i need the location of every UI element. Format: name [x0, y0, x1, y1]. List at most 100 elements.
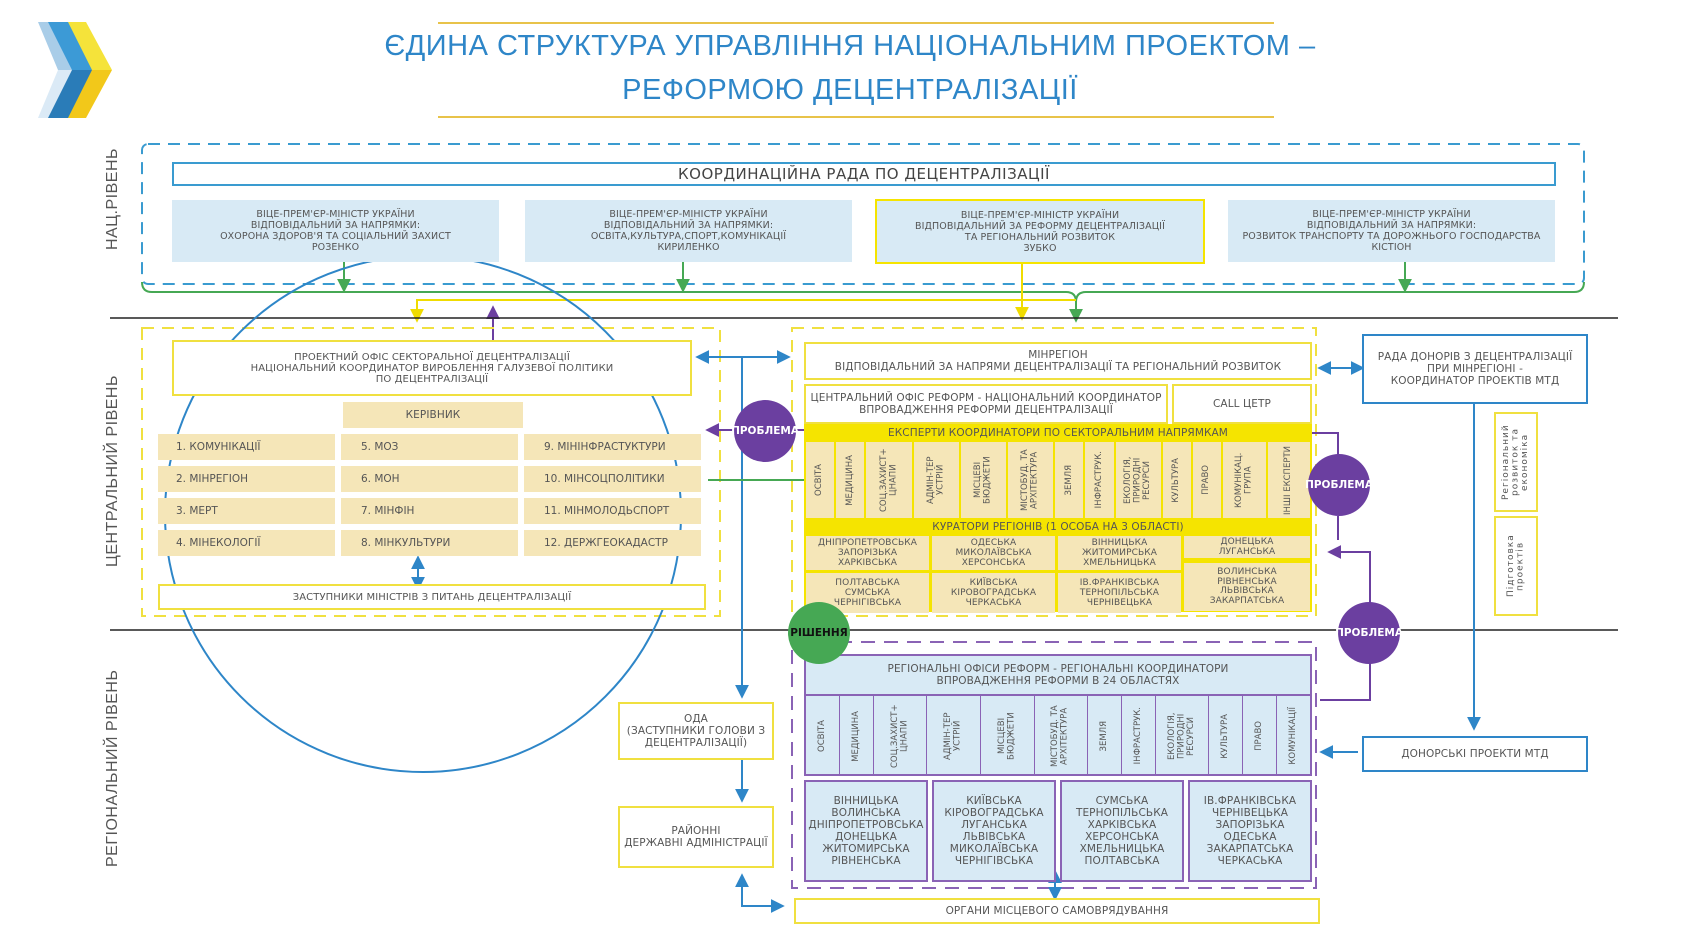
expert-sector[interactable]: МЕДИЦИНА	[836, 442, 865, 518]
local-government-box[interactable]: ОРГАНИ МІСЦЕВОГО САМОВРЯДУВАННЯ	[794, 898, 1320, 924]
expert-sector[interactable]: ІНШІ ЕКСПЕРТИ	[1267, 442, 1310, 518]
expert-sector[interactable]: ОСВІТА	[806, 442, 835, 518]
vice-pm-areas: ТА РЕГІОНАЛЬНИЙ РОЗВИТОК	[964, 231, 1116, 243]
deputies-label: ЗАСТУПНИКИ МІНІСТРІВ З ПИТАНЬ ДЕЦЕНТРАЛІ…	[292, 591, 572, 603]
donors-council-line3: КООРДИНАТОР ПРОЕКТІВ МТД	[1390, 375, 1560, 387]
head-box[interactable]: КЕРІВНИК	[343, 402, 523, 428]
regional-offices-block: РЕГІОНАЛЬНІ ОФІСИ РЕФОРМ - РЕГІОНАЛЬНІ К…	[804, 654, 1312, 776]
oda-box[interactable]: ОДА (ЗАСТУПНИКИ ГОЛОВИ З ДЕЦЕНТРАЛІЗАЦІЇ…	[618, 702, 774, 760]
expert-sector[interactable]: СОЦ.ЗАХИСТ+ ЦНАПи	[866, 442, 912, 518]
donors-council-box[interactable]: РАДА ДОНОРІВ З ДЕЦЕНТРАЛІЗАЦІЇ ПРИ МІНРЕ…	[1362, 334, 1588, 404]
vice-pm-name: РОЗЕНКО	[311, 242, 360, 253]
vice-pm-role: ВІДПОВІДАЛЬНИЙ ЗА НАПРЯМКИ:	[1306, 220, 1477, 231]
ministry-item[interactable]: 5. МОЗ	[341, 434, 518, 460]
minregion-subtitle: ВІДПОВІДАЛЬНИЙ ЗА НАПРЯМИ ДЕЦЕНТРАЛІЗАЦІ…	[834, 361, 1282, 373]
regional-sector[interactable]: АДМІН-ТЕР УСТРІЙ	[927, 696, 981, 776]
expert-sector[interactable]: ЕКОЛОГІЯ, ПРИРОДНІ РЕСУРСИ	[1115, 442, 1161, 518]
ministry-item[interactable]: 2. МІНРЕГІОН	[158, 466, 335, 492]
regional-sector[interactable]: ОСВІТА	[806, 696, 840, 776]
solution-badge[interactable]: РІШЕННЯ	[788, 602, 850, 664]
page-title-line2: РЕФОРМОЮ ДЕЦЕНТРАЛІЗАЦІЇ	[622, 74, 1078, 106]
donor-projects-box[interactable]: ДОНОРСЬКІ ПРОЕКТИ МТД	[1362, 736, 1588, 772]
ministry-item[interactable]: 1. КОМУНІКАЦІЇ	[158, 434, 335, 460]
vice-pm-title: ВІЦЕ-ПРЕМ'ЄР-МІНІСТР УКРАЇНИ	[1312, 209, 1471, 220]
oda-line2: (ЗАСТУПНИКИ ГОЛОВИ З	[626, 725, 766, 737]
expert-sector[interactable]: ПРАВО	[1193, 442, 1222, 518]
ministry-item[interactable]: 4. МІНЕКОЛОГІЇ	[158, 530, 335, 556]
regional-sector[interactable]: МІСТОБУД. ТА АРХІТЕКТУРА	[1035, 696, 1089, 776]
regional-development-box[interactable]: Регіональний розвиток та економіка	[1494, 412, 1538, 512]
expert-sector[interactable]: ІНФРАСТРУК.	[1085, 442, 1114, 518]
regional-sector[interactable]: ЗЕМЛЯ	[1088, 696, 1122, 776]
donors-council-line1: РАДА ДОНОРІВ З ДЕЦЕНТРАЛІЗАЦІЇ	[1377, 351, 1573, 363]
district-administrations-box[interactable]: РАЙОННІ ДЕРЖАВНІ АДМІНІСТРАЦІЇ	[618, 806, 774, 868]
regional-sector[interactable]: МЕДИЦИНА	[840, 696, 874, 776]
ministry-item[interactable]: 6. МОН	[341, 466, 518, 492]
expert-sector[interactable]: МІСЦЕВІ БЮДЖЕТИ	[960, 442, 1006, 518]
regional-sector[interactable]: КУЛЬТУРА	[1209, 696, 1244, 776]
vice-pm-role: ВІДПОВІДАЛЬНИЙ ЗА НАПРЯМКИ:	[250, 220, 421, 231]
regional-sector[interactable]: СОЦ.ЗАХИСТ+ ЦНАПи	[874, 696, 928, 776]
project-preparation-box[interactable]: Підготовка проектів	[1494, 516, 1538, 616]
vice-pm-title: ВІЦЕ-ПРЕМ'ЄР-МІНІСТР УКРАЇНИ	[609, 209, 768, 220]
vice-pm-name: КИРИЛЕНКО	[657, 242, 720, 253]
call-center-box[interactable]: CALL ЦЕТР	[1172, 384, 1312, 424]
vice-pm-title: ВІЦЕ-ПРЕМ'ЄР-МІНІСТР УКРАЇНИ	[960, 209, 1120, 221]
ministry-item[interactable]: 7. МІНФІН	[341, 498, 518, 524]
vice-pm-title: ВІЦЕ-ПРЕМ'ЄР-МІНІСТР УКРАЇНИ	[256, 209, 415, 220]
ministries-grid: 1. КОМУНІКАЦІЇ 5. МОЗ 9. МІНІНФРАСТУКТУР…	[158, 434, 706, 556]
project-office-box[interactable]: ПРОЕКТНИЙ ОФІС СЕКТОРАЛЬНОЇ ДЕЦЕНТРАЛІЗА…	[172, 340, 692, 396]
regional-sector[interactable]: ІНФРАСТРУК.	[1122, 696, 1156, 776]
central-office-box[interactable]: ЦЕНТРАЛЬНИЙ ОФІС РЕФОРМ - НАЦІОНАЛЬНИЙ К…	[804, 384, 1168, 424]
expert-sector[interactable]: КУЛЬТУРА	[1162, 442, 1192, 518]
experts-sector-row: ОСВІТА МЕДИЦИНА СОЦ.ЗАХИСТ+ ЦНАПи АДМІН-…	[804, 442, 1312, 518]
ministry-item[interactable]: 12. ДЕРЖГЕОКАДАСТР	[524, 530, 701, 556]
regional-sector[interactable]: МІСЦЕВІ БЮДЖЕТИ	[981, 696, 1035, 776]
ministry-item[interactable]: 8. МІНКУЛЬТУРИ	[341, 530, 518, 556]
problem-badge[interactable]: ПРОБЛЕМА	[731, 400, 799, 462]
problem-badge[interactable]: ПРОБЛЕМА	[1305, 454, 1373, 516]
problem-badge[interactable]: ПРОБЛЕМА	[1335, 602, 1403, 664]
minregion-box[interactable]: МІНРЕГІОН ВІДПОВІДАЛЬНИЙ ЗА НАПРЯМИ ДЕЦЕ…	[804, 342, 1312, 380]
vice-pm-card-highlighted[interactable]: ВІЦЕ-ПРЕМ'ЄР-МІНІСТР УКРАЇНИ ВІДПОВІДАЛЬ…	[875, 199, 1205, 264]
coordination-council[interactable]: КООРДИНАЦІЙНА РАДА ПО ДЕЦЕНТРАЛІЗАЦІЇ	[172, 162, 1556, 186]
expert-sector[interactable]: ЗЕМЛЯ	[1055, 442, 1084, 518]
regional-sector[interactable]: ПРАВО	[1243, 696, 1278, 776]
ministry-item[interactable]: 3. МЕРТ	[158, 498, 335, 524]
regional-sector[interactable]: КОМУНІКАЦІЇ	[1287, 707, 1298, 765]
vice-pm-card[interactable]: ВІЦЕ-ПРЕМ'ЄР-МІНІСТР УКРАЇНИ ВІДПОВІДАЛЬ…	[172, 200, 499, 262]
central-office-line1: ЦЕНТРАЛЬНИЙ ОФІС РЕФОРМ - НАЦІОНАЛЬНИЙ К…	[810, 392, 1162, 404]
regional-sector[interactable]: ЕКОЛОГІЯ, ПРИРОДНІ РЕСУРСИ	[1156, 696, 1210, 776]
expert-sector[interactable]: АДМІН-ТЕР УСТРІЙ	[913, 442, 959, 518]
deputies-box[interactable]: ЗАСТУПНИКИ МІНІСТРІВ З ПИТАНЬ ДЕЦЕНТРАЛІ…	[158, 584, 706, 610]
expert-sector[interactable]: КОМУНІКАЦ. ГРУПА	[1223, 442, 1266, 518]
coordination-council-label: КООРДИНАЦІЙНА РАДА ПО ДЕЦЕНТРАЛІЗАЦІЇ	[678, 165, 1050, 183]
ministry-item[interactable]: 9. МІНІНФРАСТУКТУРИ	[524, 434, 701, 460]
title-top-rule	[438, 22, 1274, 24]
regional-sector-row: ОСВІТА МЕДИЦИНА СОЦ.ЗАХИСТ+ ЦНАПи АДМІН-…	[806, 696, 1310, 776]
level-label-regional: РЕГІОНАЛЬНИЙ РІВЕНЬ	[104, 669, 121, 868]
central-office-line2: ВПРОВАДЖЕННЯ РЕФОРМИ ДЕЦЕНТРАЛІЗАЦІЇ	[859, 404, 1113, 416]
vice-pm-card[interactable]: ВІЦЕ-ПРЕМ'ЄР-МІНІСТР УКРАЇНИ ВІДПОВІДАЛЬ…	[1228, 200, 1555, 262]
vice-pm-card[interactable]: ВІЦЕ-ПРЕМ'ЄР-МІНІСТР УКРАЇНИ ВІДПОВІДАЛЬ…	[525, 200, 852, 262]
level-label-national: НАЦ.РІВЕНЬ	[104, 147, 121, 251]
level-label-central: ЦЕНТРАЛЬНИЙ РІВЕНЬ	[104, 375, 121, 567]
chevron-logo-icon	[38, 22, 112, 118]
expert-sector[interactable]: МІСТОБУД. ТА АРХІТЕКТУРА	[1007, 442, 1054, 518]
ministry-item[interactable]: 11. МІНМОЛОДЬСПОРТ	[524, 498, 701, 524]
vice-pm-role: ВІДПОВІДАЛЬНИЙ ЗА НАПРЯМКИ:	[603, 220, 774, 231]
ministry-item[interactable]: 10. МІНСОЦПОЛІТИКИ	[524, 466, 701, 492]
